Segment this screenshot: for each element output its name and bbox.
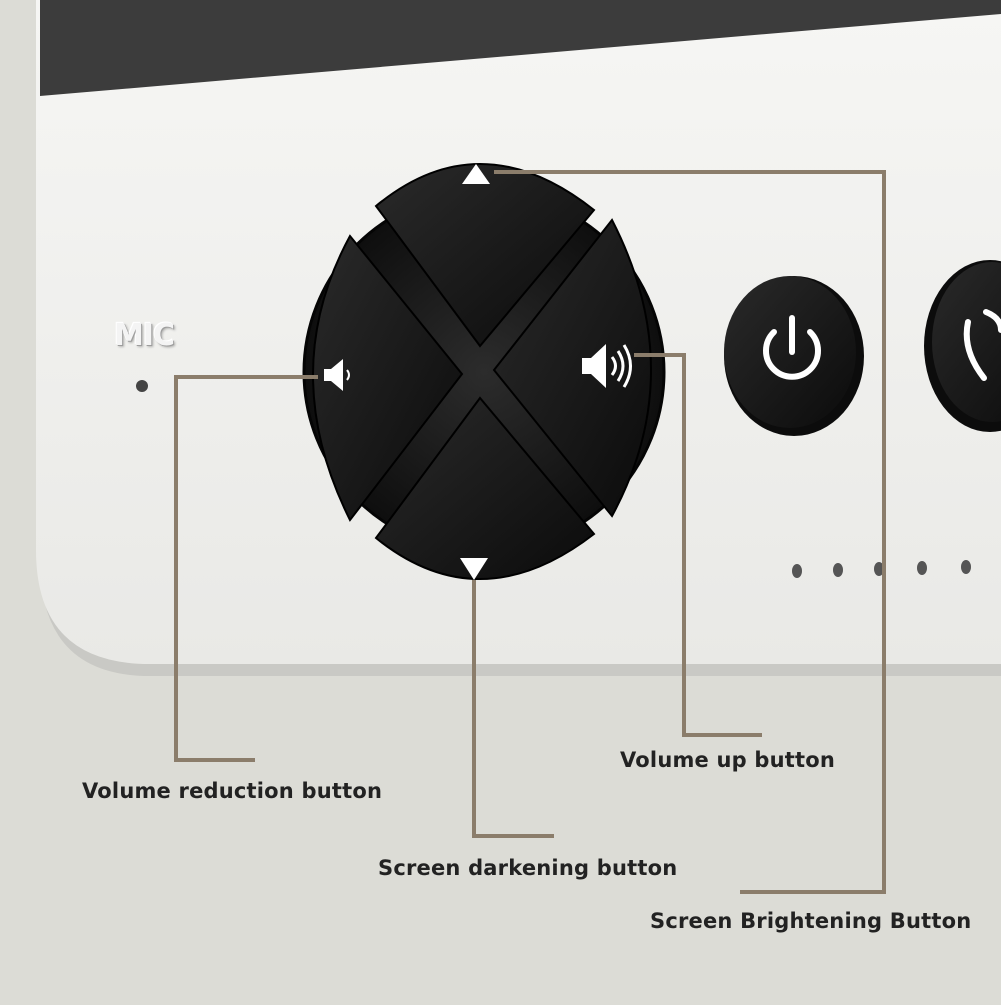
mic-label: MIC: [114, 318, 175, 353]
mic-hole: [136, 380, 148, 392]
volume-reduction-label: Volume reduction button: [82, 779, 383, 803]
dpad-down-button-shape: [374, 396, 596, 580]
leader-line-volume-up: [634, 353, 762, 737]
screen-brightening-label: Screen Brightening Button: [650, 909, 972, 933]
leader-line-screen-brightening: [494, 170, 886, 894]
dpad-left-button-shape: [312, 234, 464, 522]
power-icon: [763, 315, 821, 380]
dpad-right-button-shape: [492, 218, 652, 518]
indicator-dots: [792, 560, 971, 578]
screen-darkening-label: Screen darkening button: [378, 856, 678, 880]
dpad-up-button-shape: [374, 163, 596, 348]
leader-lines: [174, 170, 886, 894]
leader-line-volume-reduction: [174, 375, 318, 762]
triangle-down-icon: [460, 558, 488, 580]
dpad-quadrants: [312, 163, 652, 580]
speaker-icon: [324, 359, 350, 391]
triangle-up-icon: [462, 164, 490, 184]
volume-up-label: Volume up button: [620, 748, 836, 772]
screen: [40, 0, 1001, 96]
leader-line-screen-darkening: [472, 580, 554, 838]
speaker-loud-icon: [582, 344, 632, 388]
